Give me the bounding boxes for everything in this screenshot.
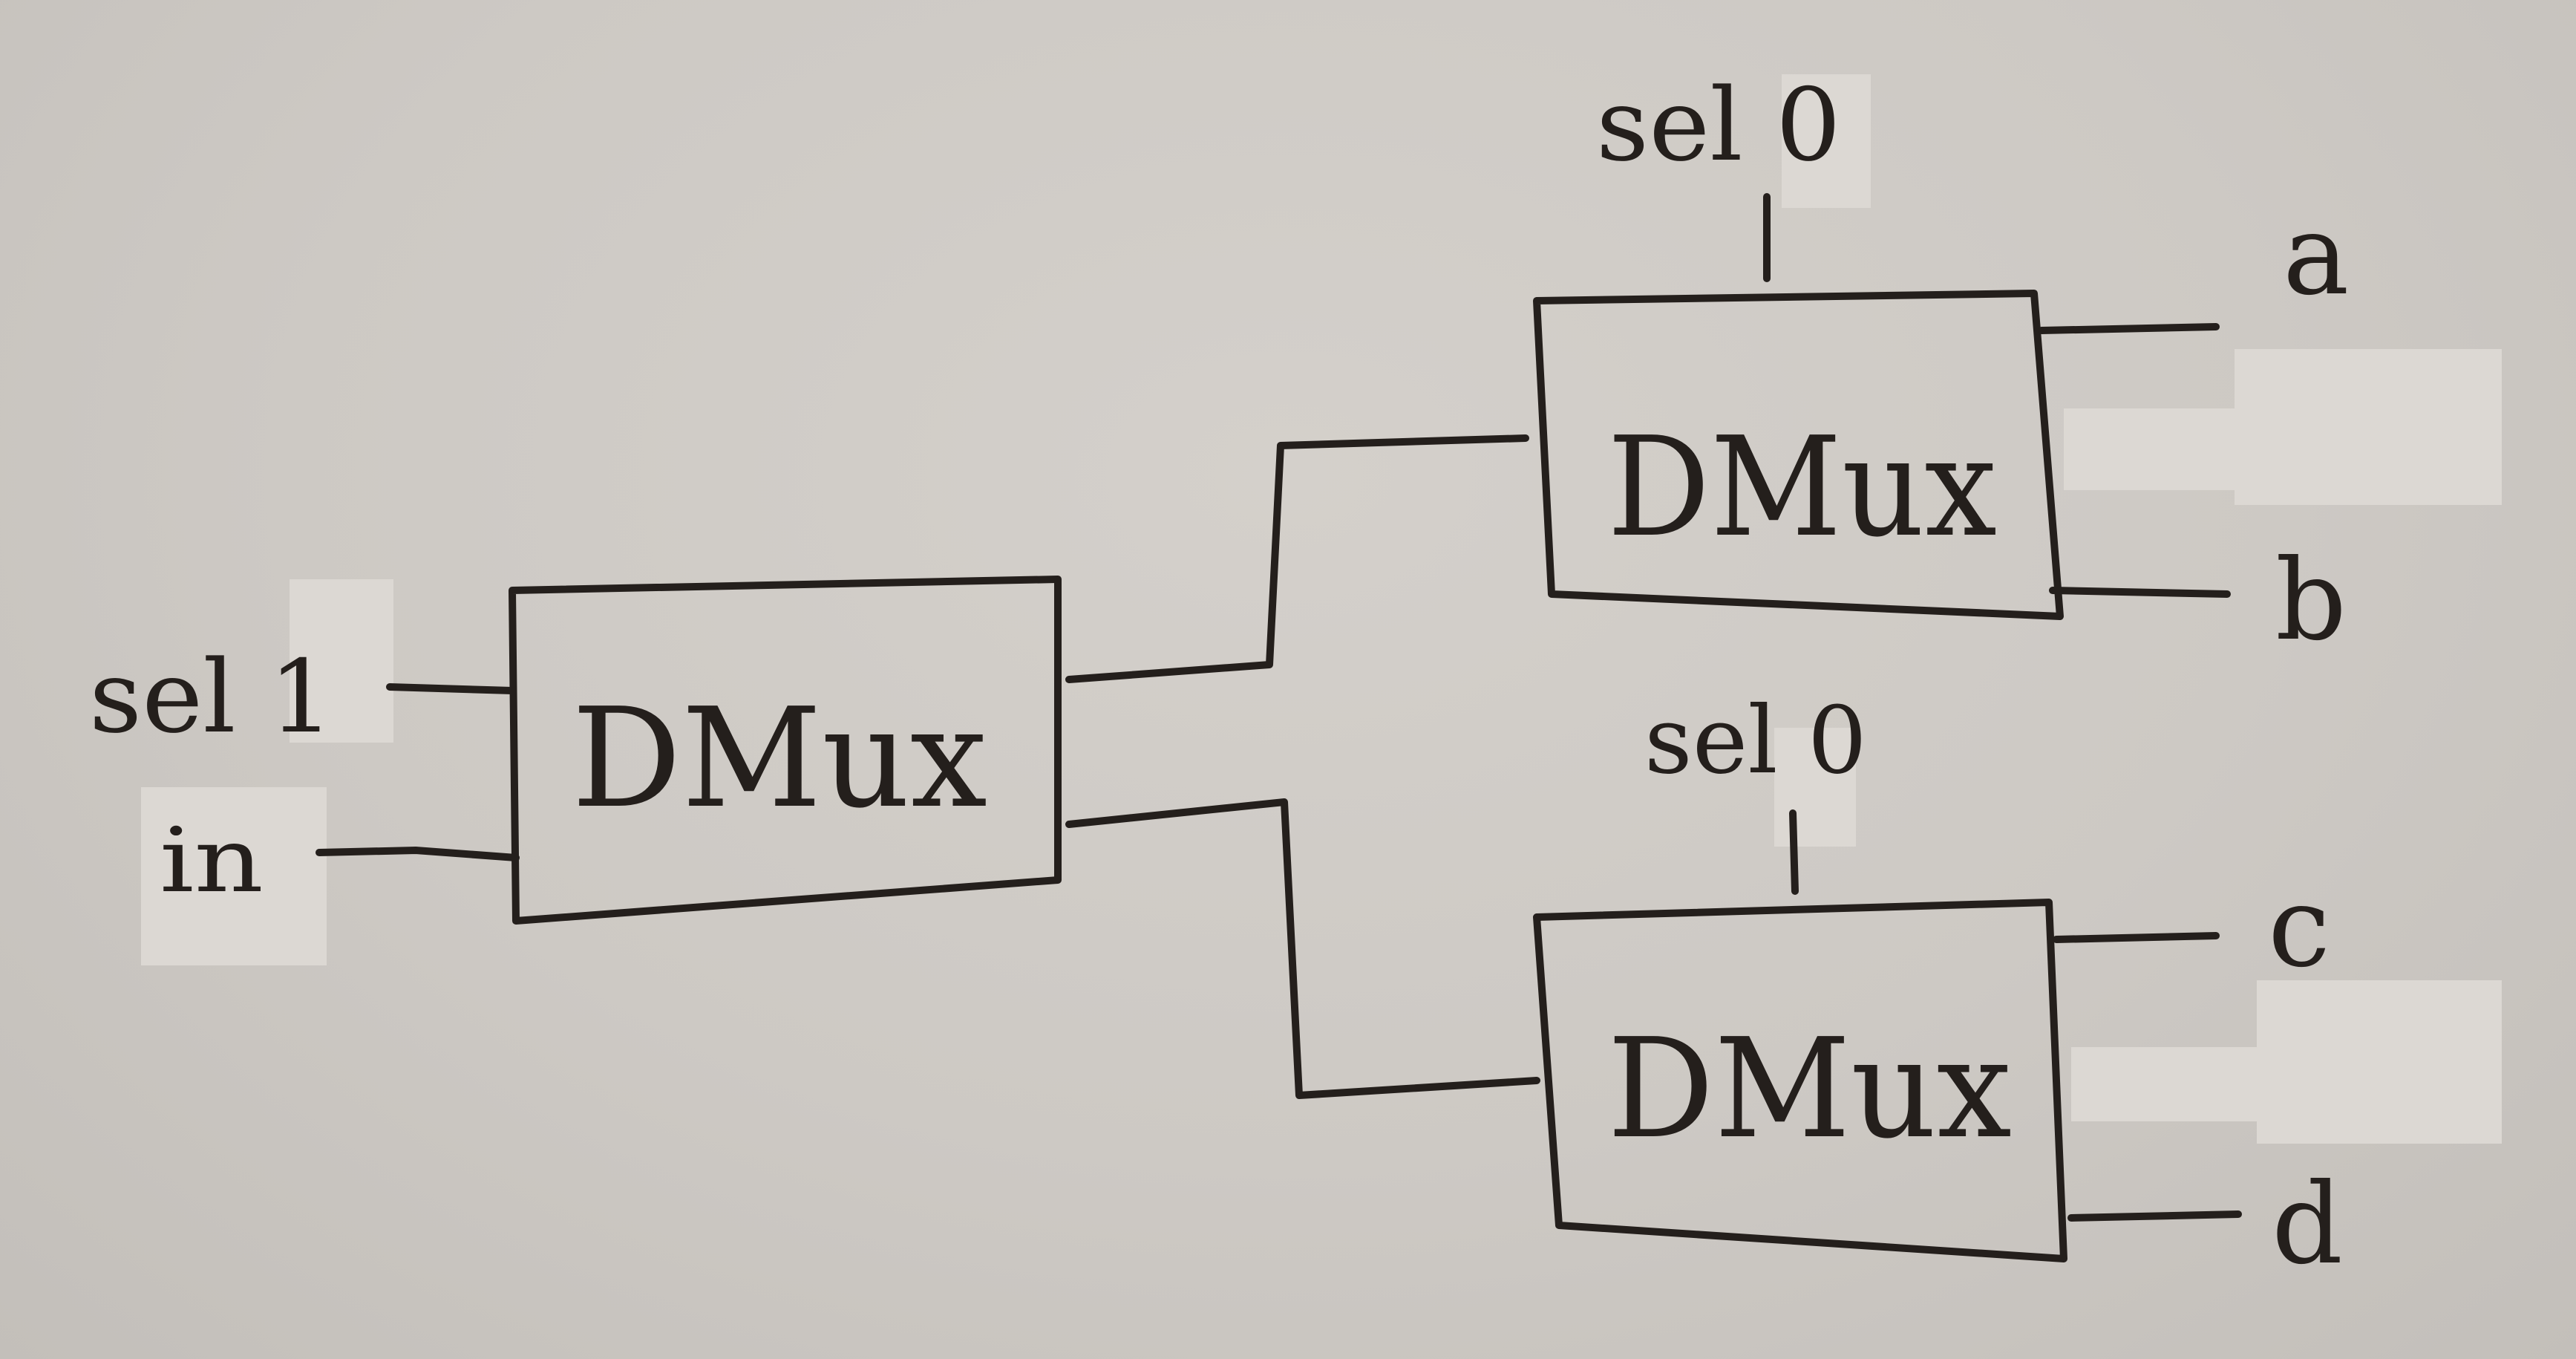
paper-patch <box>2071 1047 2257 1121</box>
output-a-wire <box>2038 323 2220 334</box>
dmux-top-box <box>1533 290 2064 620</box>
paper-patch <box>2257 980 2502 1144</box>
dmux-top-label: DMux <box>1607 407 1997 567</box>
dmux-main-label: DMux <box>572 678 987 838</box>
in-main-wire <box>316 847 520 861</box>
output-d-label: d <box>2272 1160 2343 1289</box>
paper-patch <box>2064 408 2242 490</box>
in-main-label: in <box>160 809 264 913</box>
output-b-label: b <box>2275 536 2347 665</box>
sel-top-label: sel 0 <box>1596 67 1841 183</box>
wire-main-to-bottom <box>1065 798 1540 1099</box>
sel-main-label: sel 1 <box>89 639 334 755</box>
paper-patch <box>1782 74 1871 208</box>
output-a-label: a <box>2283 191 2349 320</box>
sel-bottom-wire <box>1789 809 1799 895</box>
output-b-wire <box>2049 587 2231 598</box>
paper-patch <box>290 579 393 743</box>
dmux-bottom-label: DMux <box>1607 1008 2012 1169</box>
wire-main-to-top <box>1065 434 1529 683</box>
sel-main-wire <box>386 683 516 694</box>
paper-patch <box>141 787 327 965</box>
dmux-main-box <box>509 576 1062 925</box>
output-c-wire <box>2053 932 2220 943</box>
dmux-bottom-box <box>1533 899 2067 1262</box>
sel-bottom-label: sel 0 <box>1644 687 1867 795</box>
output-d-wire <box>2067 1210 2242 1222</box>
paper-patch <box>1774 728 1856 847</box>
paper-patch <box>2235 349 2502 505</box>
output-c-label: c <box>2268 863 2330 992</box>
